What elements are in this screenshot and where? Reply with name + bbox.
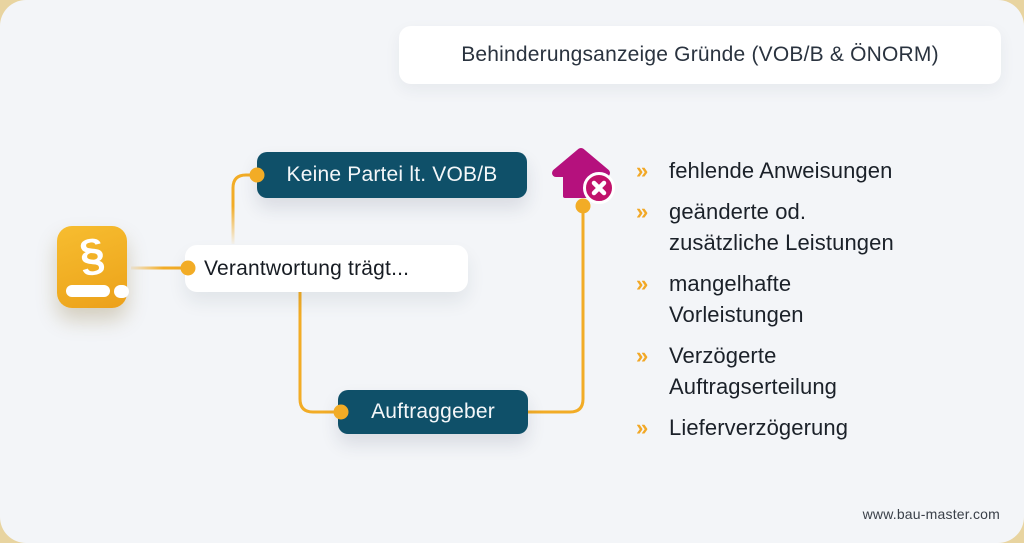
node-auftraggeber: Auftraggeber bbox=[338, 390, 528, 434]
chevron-bullet-icon: » bbox=[636, 271, 649, 296]
reason-text: Lieferverzögerung bbox=[669, 415, 849, 440]
reason-text: mangelhafte Vorleistungen bbox=[669, 271, 804, 327]
chevron-bullet-icon: » bbox=[636, 158, 649, 183]
chevron-bullet-icon: » bbox=[636, 343, 649, 368]
law-book-icon: § bbox=[57, 226, 129, 308]
list-item: » fehlende Anweisungen bbox=[636, 155, 956, 186]
node-keine-partei: Keine Partei lt. VOB/B bbox=[257, 152, 527, 198]
chevron-bullet-icon: » bbox=[636, 199, 649, 224]
book-pages-notch bbox=[114, 285, 129, 298]
page-title: Behinderungsanzeige Gründe (VOB/B & ÖNOR… bbox=[399, 26, 1001, 84]
list-item: » mangelhafte Vorleistungen bbox=[636, 268, 956, 330]
house-blocked-icon bbox=[552, 148, 615, 204]
house-roof bbox=[552, 148, 610, 177]
list-item: » Lieferverzögerung bbox=[636, 412, 956, 443]
website-url: www.bau-master.com bbox=[862, 506, 1000, 522]
reason-text: Verzögerte Auftragserteilung bbox=[669, 343, 838, 399]
reasons-list: » fehlende Anweisungen » geänderte od. z… bbox=[636, 155, 956, 453]
paragraph-symbol: § bbox=[75, 227, 108, 282]
list-item: » geänderte od. zusätzliche Leistungen bbox=[636, 196, 956, 258]
reason-text: fehlende Anweisungen bbox=[669, 158, 893, 183]
list-item: » Verzögerte Auftragserteilung bbox=[636, 340, 956, 402]
reason-text: geänderte od. zusätzliche Leistungen bbox=[669, 199, 894, 255]
chevron-bullet-icon: » bbox=[636, 415, 649, 440]
cancel-x-icon bbox=[591, 180, 607, 196]
book-pages-bar bbox=[66, 285, 110, 297]
node-root-verantwortung: Verantwortung trägt... bbox=[185, 245, 468, 292]
